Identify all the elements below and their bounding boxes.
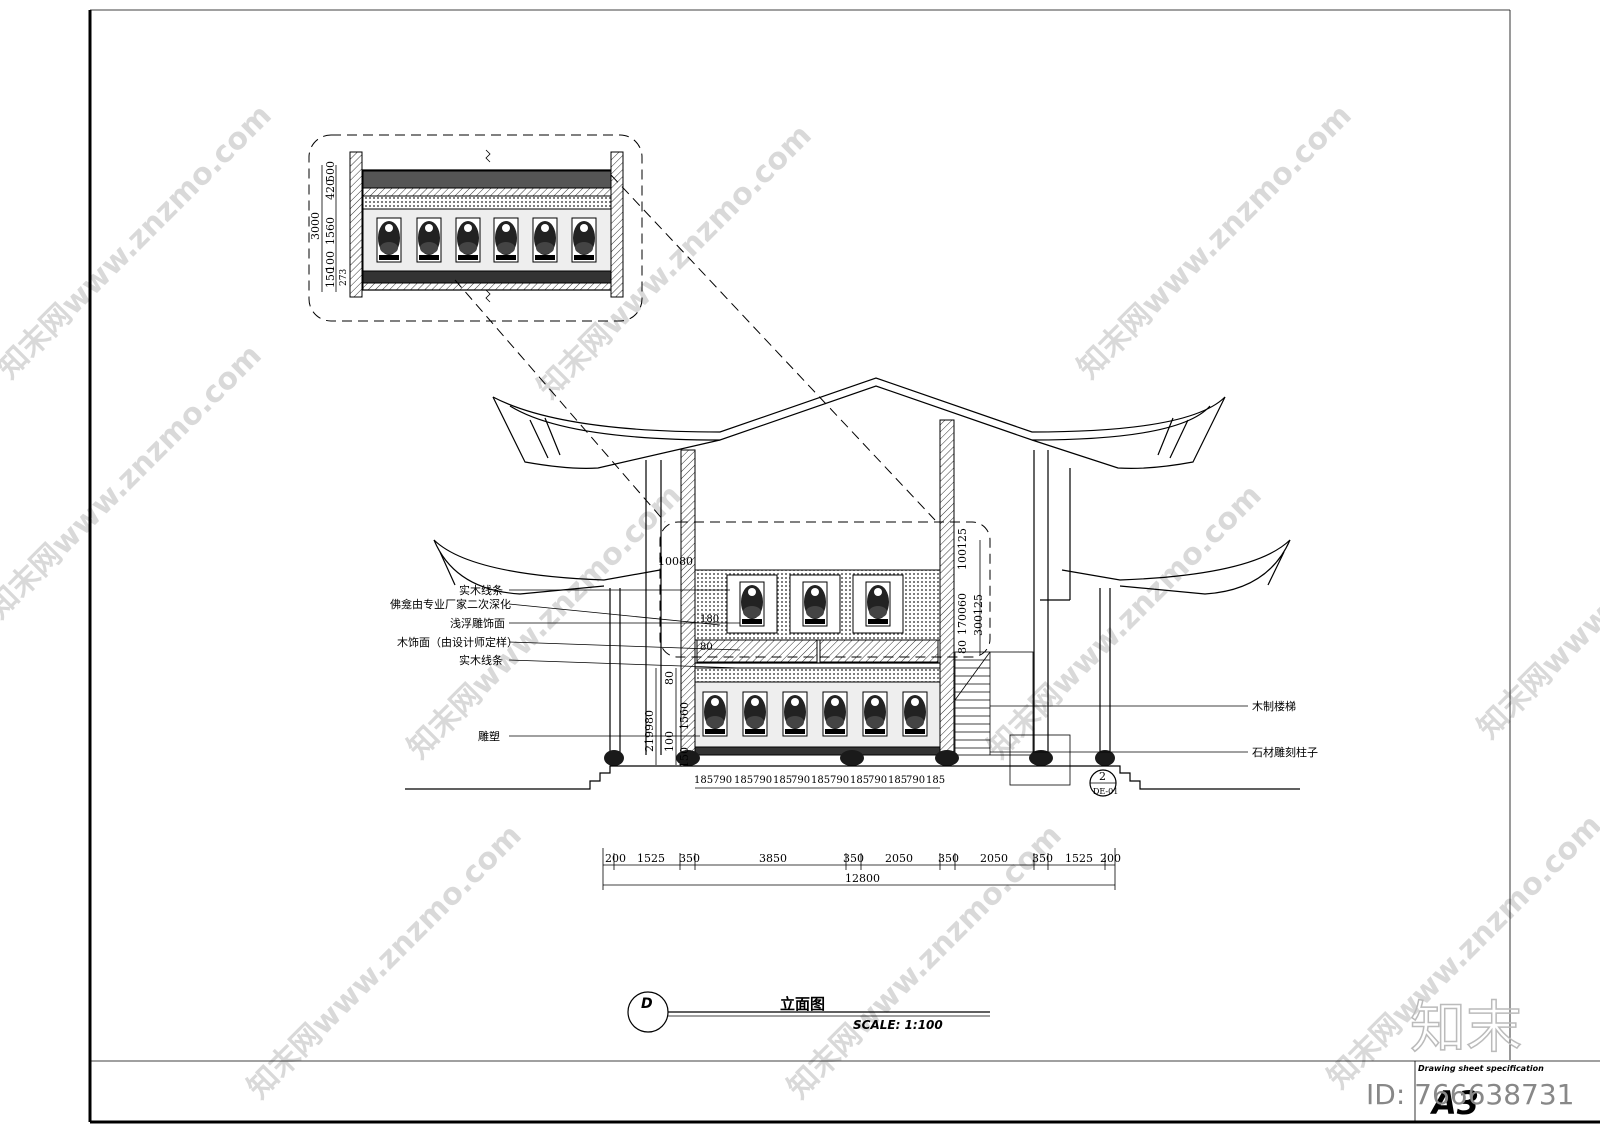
callout-leader [610, 174, 936, 521]
watermark-text: 知末网www.znzmo.com [1471, 458, 1600, 746]
annotation-label: 石材雕刻柱子 [1252, 745, 1318, 759]
svg-text:790: 790 [830, 775, 849, 786]
svg-text:219980: 219980 [643, 710, 656, 752]
annotation-label: 浅浮雕饰面 [450, 616, 505, 630]
sheet-spec: Drawing sheet specification [1418, 1064, 1544, 1073]
svg-text:10080: 10080 [658, 555, 693, 568]
svg-text:2050: 2050 [885, 852, 913, 865]
watermark-text: 知末网www.znzmo.com [1071, 98, 1359, 386]
elevation-vertical-dims: 10080 180 80 80 219980 1560 100 150 1001… [643, 528, 985, 768]
svg-text:3850: 3850 [759, 852, 787, 865]
svg-text:790: 790 [791, 775, 810, 786]
detail-dim: 100 [324, 251, 337, 272]
svg-text:80: 80 [956, 640, 969, 654]
watermark-text: 知末网www.znzmo.com [0, 338, 269, 626]
column-bases [604, 750, 1115, 766]
svg-text:185: 185 [926, 775, 945, 786]
svg-text:100: 100 [663, 731, 676, 752]
watermark-text: 知末网www.znzmo.com [241, 818, 529, 1106]
detail-dim: 500 [324, 161, 337, 182]
svg-text:350: 350 [843, 852, 864, 865]
svg-text:300125: 300125 [972, 594, 985, 636]
callout-leader [454, 279, 666, 523]
detail-callout: 3000 420 500 1560 100 150 273 [308, 134, 643, 322]
svg-text:100125: 100125 [956, 528, 969, 570]
right-annotations: 木制楼梯 石材雕刻柱子 [990, 699, 1318, 759]
detail-dim: 273 [339, 269, 349, 286]
detail-dim: 1560 [324, 217, 337, 245]
svg-text:80: 80 [700, 642, 713, 653]
overall-dimensions: 200 1525 350 3850 350 2050 350 2050 350 … [602, 848, 1121, 890]
annotation-label: 实木线条 [459, 583, 503, 597]
svg-text:80: 80 [663, 671, 676, 685]
svg-text:350: 350 [1032, 852, 1053, 865]
svg-text:350: 350 [679, 852, 700, 865]
scale-label: SCALE: 1:100 [853, 1018, 943, 1032]
annotation-label: 佛龛由专业厂家二次深化 [390, 597, 511, 611]
svg-text:1560: 1560 [678, 702, 691, 730]
watermark-text: 知末网www.znzmo.com [0, 98, 279, 386]
column [939, 419, 955, 756]
sheet-frame [88, 9, 1600, 1124]
bay-dimensions: 185 790 185 790 185 790 185 790 185 790 … [694, 775, 945, 789]
svg-text:185: 185 [850, 775, 869, 786]
detail-reference-marker: 2 DE-01 [1089, 769, 1118, 797]
svg-text:185: 185 [773, 775, 792, 786]
svg-text:150: 150 [678, 747, 691, 768]
watermark-text: 知末网www.znzmo.com [781, 818, 1069, 1106]
sheet-info: Drawing sheet specification A3 知末 ID: 76… [1366, 995, 1574, 1122]
image-id: ID: 766638731 [1366, 1078, 1574, 1111]
annotation-label: 木饰面（由设计师定样） [397, 635, 518, 649]
svg-text:1525: 1525 [1065, 852, 1093, 865]
svg-text:185: 185 [694, 775, 713, 786]
detail-dim: 3000 [309, 212, 322, 240]
svg-text:170060: 170060 [956, 593, 969, 635]
svg-text:200: 200 [605, 852, 626, 865]
detail-dim: 420 [324, 179, 337, 200]
svg-text:790: 790 [753, 775, 772, 786]
upper-buddha-row [726, 574, 904, 634]
svg-text:790: 790 [713, 775, 732, 786]
svg-text:2: 2 [1099, 770, 1106, 783]
svg-text:12800: 12800 [845, 872, 880, 885]
svg-text:350: 350 [938, 852, 959, 865]
sheet-number: A3 [1429, 1084, 1479, 1122]
annotation-label: 雕塑 [478, 729, 500, 743]
main-elevation: 2 DE-01 [405, 377, 1300, 797]
watermark-text: 知末网www.znzmo.com [981, 478, 1269, 766]
annotation-label: 实木线条 [459, 653, 503, 667]
svg-text:DE-01: DE-01 [1093, 787, 1118, 796]
detail-dim: 150 [324, 267, 337, 288]
svg-text:200: 200 [1100, 852, 1121, 865]
page-title: 立面图 [780, 995, 825, 1013]
svg-text:185: 185 [811, 775, 830, 786]
brand-logo: 知末 [1410, 996, 1522, 1061]
svg-text:2050: 2050 [980, 852, 1008, 865]
svg-text:790: 790 [868, 775, 887, 786]
svg-text:185: 185 [734, 775, 753, 786]
drawing-title: D 立面图 SCALE: 1:100 [627, 991, 990, 1033]
svg-text:185: 185 [888, 775, 907, 786]
left-annotations: 实木线条 佛龛由专业厂家二次深化 浅浮雕饰面 木饰面（由设计师定样） 实木线条 … [390, 583, 741, 743]
section-marker: D [641, 996, 653, 1012]
svg-text:790: 790 [906, 775, 925, 786]
wooden-staircase [954, 651, 1071, 786]
svg-text:180: 180 [700, 614, 719, 625]
annotation-label: 木制楼梯 [1252, 699, 1296, 713]
svg-text:1525: 1525 [637, 852, 665, 865]
